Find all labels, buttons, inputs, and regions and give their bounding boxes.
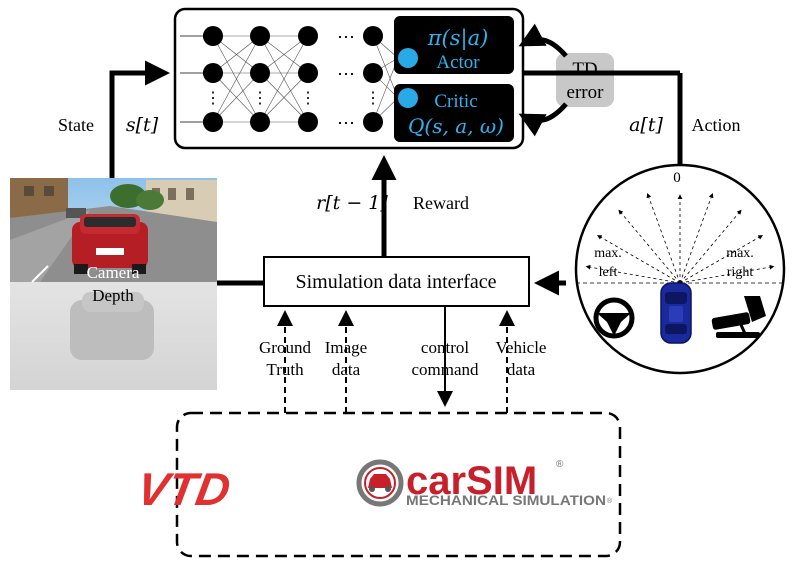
network-edge — [212, 72, 261, 123]
network-edge — [259, 35, 309, 74]
vertical-ellipsis-3: ⋮ — [300, 90, 316, 107]
actor-box: π(s|a) Actor — [394, 16, 514, 74]
image-data-label-2: data — [332, 360, 361, 379]
steering-wheel-icon — [593, 297, 635, 339]
network-nodes — [203, 26, 383, 132]
max-left-label-2: left — [599, 265, 618, 280]
ground-truth-label-2: Truth — [266, 360, 304, 379]
network-edge — [372, 35, 399, 99]
carsim-subtitle-mark: ® — [607, 497, 613, 505]
state-arrow — [109, 60, 170, 178]
carsim-logo-text: carSIM — [406, 459, 537, 503]
carsim-logo: carSIM ® MECHANICAL SIMULATION ® — [356, 459, 613, 508]
steering-direction-rays — [585, 192, 775, 284]
ellipsis-bottom: ⋯ — [337, 113, 355, 133]
reward-symbol: r[t − 1] — [316, 192, 388, 214]
car-top-view-icon — [660, 282, 692, 344]
reward-label: Reward — [413, 193, 469, 213]
steering-ray — [679, 192, 714, 284]
steering-ray — [646, 192, 681, 284]
action-label: Action — [692, 115, 741, 135]
action-symbol: a[t] — [629, 114, 663, 136]
carsim-car-logo-icon — [356, 459, 404, 507]
depth-label: Depth — [92, 286, 134, 305]
red-car-rear — [72, 214, 148, 274]
network-node — [298, 63, 318, 83]
interface-label: Simulation data interface — [295, 271, 496, 293]
network-node — [363, 26, 383, 46]
critic-box: Critic Q(s, a, ω) — [394, 84, 514, 142]
camera-label: Camera — [87, 263, 140, 282]
network-node — [298, 112, 318, 132]
td-error-line1: TD — [572, 59, 597, 80]
actor-node — [398, 48, 418, 68]
td-to-critic-arrow — [518, 102, 568, 137]
dial-zero-label: 0 — [673, 170, 681, 186]
actor-formula: π(s|a) — [427, 26, 489, 51]
network-node — [250, 112, 270, 132]
state-label: State — [58, 115, 94, 135]
critic-node — [398, 88, 418, 108]
camera-depth-image: Camera Depth — [10, 178, 217, 390]
network-edge — [212, 35, 261, 123]
neural-network-box: ⋯ ⋯ ⋯ ⋮ ⋮ ⋮ ⋮ π(s|a) Actor Critic Q(s, a… — [173, 7, 525, 150]
depth-car-silhouette — [70, 300, 154, 360]
control-command-label-2: command — [411, 360, 479, 379]
critic-formula: Q(s, a, ω) — [408, 114, 504, 138]
steering-ray — [679, 235, 763, 284]
max-right-label-1: max. — [726, 246, 754, 261]
vtd-logo-text: VTD — [133, 463, 234, 515]
steering-ray — [597, 235, 681, 284]
simulator-environment-box — [175, 411, 622, 558]
vertical-ellipsis-1: ⋮ — [205, 90, 221, 107]
pedal-icon — [711, 296, 766, 338]
carsim-registered-mark: ® — [556, 459, 564, 470]
network-node — [203, 112, 223, 132]
network-edge — [372, 57, 399, 123]
ellipsis-middle: ⋯ — [337, 64, 355, 84]
ellipsis-top: ⋯ — [337, 27, 355, 47]
image-data-label-1: Image — [325, 338, 367, 357]
carsim-subtitle: MECHANICAL SIMULATION — [406, 492, 606, 508]
environment-connections — [277, 310, 515, 413]
network-node — [203, 26, 223, 46]
steering-ray — [679, 264, 775, 284]
actor-label: Actor — [436, 52, 480, 73]
simulation-data-interface: Simulation data interface — [263, 256, 530, 307]
network-node — [363, 63, 383, 83]
td-to-actor-arrow — [518, 23, 568, 58]
vehicle-data-label-1: Vehicle — [496, 338, 547, 357]
steering-ray — [679, 209, 742, 284]
vertical-ellipsis-4: ⋮ — [365, 90, 381, 107]
max-left-label-1: max. — [594, 246, 622, 261]
ground-truth-label-1: Ground — [259, 338, 311, 357]
network-node — [250, 26, 270, 46]
network-node — [250, 63, 270, 83]
critic-label: Critic — [434, 91, 477, 112]
network-edge — [259, 72, 309, 123]
network-node — [363, 112, 383, 132]
state-symbol: s[t] — [126, 114, 159, 136]
max-right-label-2: right — [727, 265, 754, 280]
control-command-label-1: control — [421, 338, 469, 357]
td-error-box: TD error — [556, 53, 614, 107]
network-node — [203, 63, 223, 83]
network-node — [298, 26, 318, 46]
td-error-line2: error — [567, 82, 605, 103]
steering-ray — [585, 264, 681, 284]
input-arrows — [180, 33, 208, 125]
steering-ray — [618, 209, 681, 284]
action-dial: 0 max. left max. right — [574, 163, 786, 375]
vtd-logo: VTD — [133, 463, 234, 515]
vertical-ellipsis-2: ⋮ — [252, 90, 268, 107]
vehicle-data-label-2: data — [507, 360, 536, 379]
network-edge — [259, 35, 309, 123]
